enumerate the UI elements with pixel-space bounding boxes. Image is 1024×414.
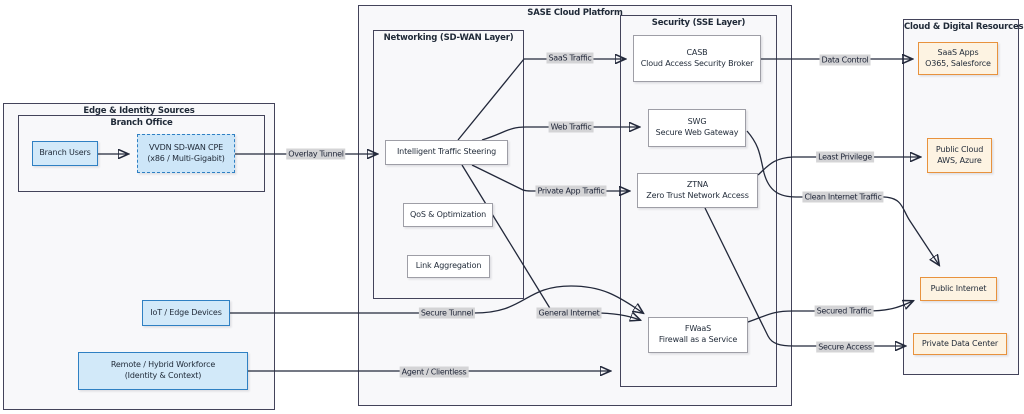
- edge-label-general-internet: General Internet: [536, 307, 602, 319]
- container-title: Branch Office: [110, 118, 173, 128]
- node-sublabel: Zero Trust Network Access: [646, 190, 749, 200]
- edge-label-overlay-tunnel: Overlay Tunnel: [286, 148, 346, 160]
- edge-label-private-app-traffic: Private App Traffic: [535, 185, 607, 197]
- node-label: ZTNA: [686, 179, 709, 189]
- edge-label-secure-tunnel: Secure Tunnel: [418, 307, 476, 319]
- node-branch-users: Branch Users: [32, 141, 98, 166]
- edge-label-clean-internet-traffic: Clean Internet Traffic: [802, 191, 884, 203]
- edge-label-agent-clientless: Agent / Clientless: [399, 366, 469, 378]
- edge-label-secure-access: Secure Access: [816, 341, 874, 353]
- edge-label-saas-traffic: SaaS Traffic: [546, 52, 594, 64]
- node-label: Public Cloud: [935, 144, 984, 154]
- node-remote-hybrid-workforce: Remote / Hybrid Workforce (Identity & Co…: [78, 352, 248, 390]
- node-sublabel: (Identity & Context): [124, 371, 202, 380]
- edge-label-secured-traffic: Secured Traffic: [814, 305, 874, 317]
- node-saas-apps: SaaS Apps O365, Salesforce: [918, 42, 998, 75]
- node-label: QoS & Optimization: [409, 209, 487, 219]
- node-ztna: ZTNA Zero Trust Network Access: [637, 173, 758, 208]
- container-title: Networking (SD-WAN Layer): [383, 33, 514, 43]
- container-title: Edge & Identity Sources: [83, 106, 195, 116]
- edge-label-data-control: Data Control: [819, 54, 871, 66]
- node-link-aggregation: Link Aggregation: [407, 255, 490, 278]
- node-intelligent-traffic-steering: Intelligent Traffic Steering: [385, 140, 508, 165]
- node-public-internet: Public Internet: [920, 277, 997, 301]
- node-fwaas: FWaaS Firewall as a Service: [648, 317, 748, 353]
- node-sublabel: Firewall as a Service: [658, 335, 738, 344]
- edge-label-least-privilege: Least Privilege: [816, 151, 874, 163]
- node-qos-optimization: QoS & Optimization: [403, 203, 493, 227]
- node-sublabel: (x86 / Multi-Gigabit): [147, 153, 225, 163]
- node-label: CASB: [686, 47, 708, 57]
- node-casb: CASB Cloud Access Security Broker: [633, 35, 761, 82]
- node-sublabel: Secure Web Gateway: [655, 128, 739, 137]
- node-label: Intelligent Traffic Steering: [396, 147, 497, 157]
- node-private-data-center: Private Data Center: [913, 333, 1007, 355]
- node-swg: SWG Secure Web Gateway: [648, 109, 746, 147]
- node-label: VVDN SD-WAN CPE: [148, 142, 224, 152]
- edge-label-web-traffic: Web Traffic: [548, 121, 594, 133]
- node-label: Public Internet: [930, 283, 987, 293]
- container-title: Cloud & Digital Resources: [904, 22, 1024, 32]
- node-sublabel: O365, Salesforce: [925, 58, 991, 68]
- node-sublabel: Cloud Access Security Broker: [640, 58, 754, 68]
- node-iot-edge-devices: IoT / Edge Devices: [142, 300, 230, 326]
- node-label: SaaS Apps: [937, 47, 979, 57]
- node-label: Link Aggregation: [415, 261, 482, 271]
- node-vvdn-sdwan-cpe: VVDN SD-WAN CPE (x86 / Multi-Gigabit): [137, 134, 235, 173]
- container-title: SASE Cloud Platform: [527, 8, 623, 18]
- node-label: Remote / Hybrid Workforce: [110, 360, 216, 370]
- node-label: FWaaS: [684, 324, 712, 334]
- container-title: Security (SSE Layer): [651, 18, 746, 28]
- node-label: IoT / Edge Devices: [150, 307, 222, 317]
- node-label: Private Data Center: [921, 338, 999, 348]
- node-public-cloud: Public Cloud AWS, Azure: [927, 138, 992, 173]
- node-sublabel: AWS, Azure: [937, 155, 982, 165]
- node-label: SWG: [687, 117, 707, 127]
- node-label: Branch Users: [39, 148, 91, 158]
